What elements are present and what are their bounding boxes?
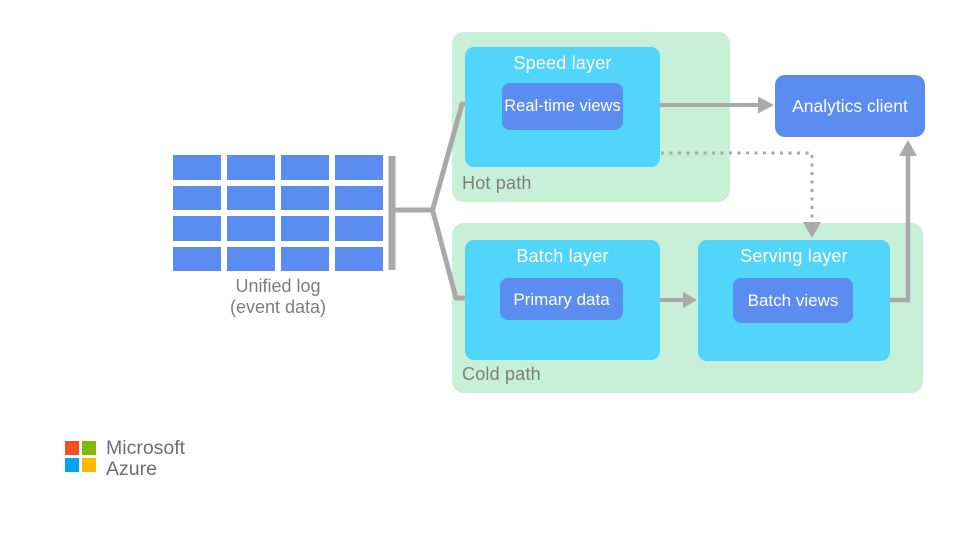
microsoft-azure-logo: Microsoft Azure	[65, 438, 185, 479]
logo-company: Microsoft	[106, 437, 186, 459]
log-cell	[335, 246, 383, 271]
serving-layer-title: Serving layer	[740, 246, 848, 266]
hot-path-label: Hot path	[462, 173, 532, 193]
microsoft-logo-icon	[65, 441, 96, 472]
cold-path-label: Cold path	[462, 364, 541, 384]
log-cell	[173, 246, 221, 271]
speed-layer-title: Speed layer	[513, 53, 612, 73]
serving-layer-box: Serving layer Batch views	[698, 240, 890, 361]
analytics-client-node: Analytics client	[775, 75, 925, 137]
unified-log-title: Unified log	[235, 276, 321, 296]
arrow-speed-to-analytics-head	[758, 96, 774, 114]
batch-layer-title: Batch layer	[516, 246, 609, 266]
log-cell	[173, 216, 221, 241]
logo-square-red	[65, 441, 79, 455]
log-cell	[227, 216, 275, 241]
log-cell	[281, 216, 329, 241]
logo-square-blue	[65, 458, 79, 472]
log-cell	[335, 155, 383, 180]
log-cell	[335, 185, 383, 210]
log-cell	[335, 216, 383, 241]
unified-log-subtitle: (event data)	[229, 297, 327, 317]
log-cell	[227, 246, 275, 271]
log-cell	[281, 185, 329, 210]
logo-square-yellow	[82, 458, 96, 472]
logo-product: Azure	[106, 457, 157, 480]
log-cell	[173, 185, 221, 210]
batch-layer-box: Batch layer Primary data	[465, 240, 660, 360]
log-cell	[281, 155, 329, 180]
unified-log-grid	[173, 155, 383, 271]
log-cell	[173, 155, 221, 180]
unified-log-label: Unified log (event data)	[163, 276, 393, 318]
log-cell	[227, 155, 275, 180]
log-cell	[227, 185, 275, 210]
batch-views-node: Batch views	[733, 278, 853, 323]
log-cell	[281, 246, 329, 271]
logo-text: Microsoft Azure	[106, 438, 185, 479]
logo-square-green	[82, 441, 96, 455]
arrow-serving-to-analytics-head	[899, 140, 917, 156]
speed-layer-box: Speed layer Real-time views	[465, 47, 660, 167]
real-time-views-node: Real-time views	[502, 83, 623, 130]
primary-data-node: Primary data	[500, 278, 623, 320]
